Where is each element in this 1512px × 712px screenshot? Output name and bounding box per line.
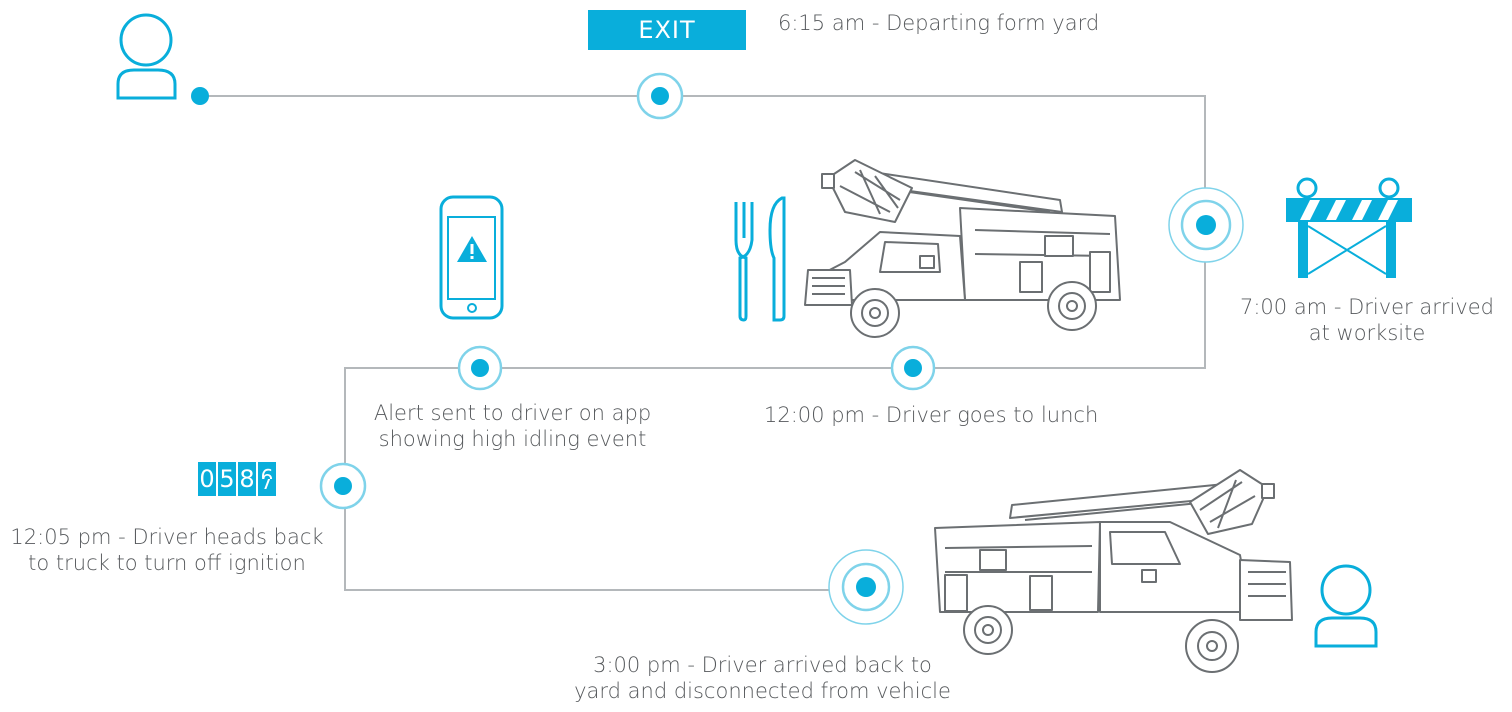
step-heads-back-line: 12:05 pm - Driver heads back bbox=[2, 524, 332, 550]
step-lunch-label: 12:00 pm - Driver goes to lunch bbox=[764, 402, 1098, 428]
node-alert bbox=[459, 347, 501, 389]
odometer-digit: 0 bbox=[198, 462, 216, 496]
phone-alert-icon bbox=[441, 197, 502, 318]
node-heads-back bbox=[321, 464, 365, 508]
step-alert-label: Alert sent to driver on app showing high… bbox=[350, 400, 675, 452]
bucket-truck-icon bbox=[805, 160, 1120, 337]
route-path bbox=[200, 96, 1205, 590]
driver-end-person-icon bbox=[1316, 566, 1376, 646]
step-departing-label: 6:15 am - Departing form yard bbox=[778, 10, 1099, 36]
step-arrived-yard-label: 3:00 pm - Driver arrived back to yard an… bbox=[565, 652, 960, 704]
odometer-icon: 0 5 8 6 7 bbox=[198, 462, 276, 496]
start-dot bbox=[191, 87, 209, 105]
step-heads-back-line: to truck to turn off ignition bbox=[2, 550, 332, 576]
odometer-digit: 5 bbox=[218, 462, 236, 496]
node-lunch bbox=[892, 347, 934, 389]
node-arrived-yard bbox=[829, 550, 903, 624]
node-worksite bbox=[1169, 188, 1243, 262]
step-worksite-line: at worksite bbox=[1222, 320, 1512, 346]
driver-start-person-icon bbox=[118, 15, 175, 98]
node-departing bbox=[638, 74, 682, 118]
odometer-rolling-lower: 7 bbox=[258, 479, 276, 496]
step-alert-line: showing high idling event bbox=[350, 426, 675, 452]
step-arrived-yard-line: yard and disconnected from vehicle bbox=[565, 678, 960, 704]
odometer-digit: 8 bbox=[238, 462, 256, 496]
return-truck-icon bbox=[935, 470, 1292, 672]
odometer-rolling-upper: 6 bbox=[258, 462, 276, 479]
exit-sign-label: EXIT bbox=[638, 16, 695, 44]
step-worksite-label: 7:00 am - Driver arrived at worksite bbox=[1222, 294, 1512, 346]
fork-knife-icon bbox=[736, 198, 784, 320]
step-alert-line: Alert sent to driver on app bbox=[350, 400, 675, 426]
step-arrived-yard-line: 3:00 pm - Driver arrived back to bbox=[565, 652, 960, 678]
exit-sign-icon: EXIT bbox=[588, 10, 746, 50]
road-barrier-icon bbox=[1286, 179, 1412, 278]
step-worksite-line: 7:00 am - Driver arrived bbox=[1222, 294, 1512, 320]
step-heads-back-label: 12:05 pm - Driver heads back to truck to… bbox=[2, 524, 332, 576]
odometer-rolling-digit: 6 7 bbox=[258, 462, 276, 496]
